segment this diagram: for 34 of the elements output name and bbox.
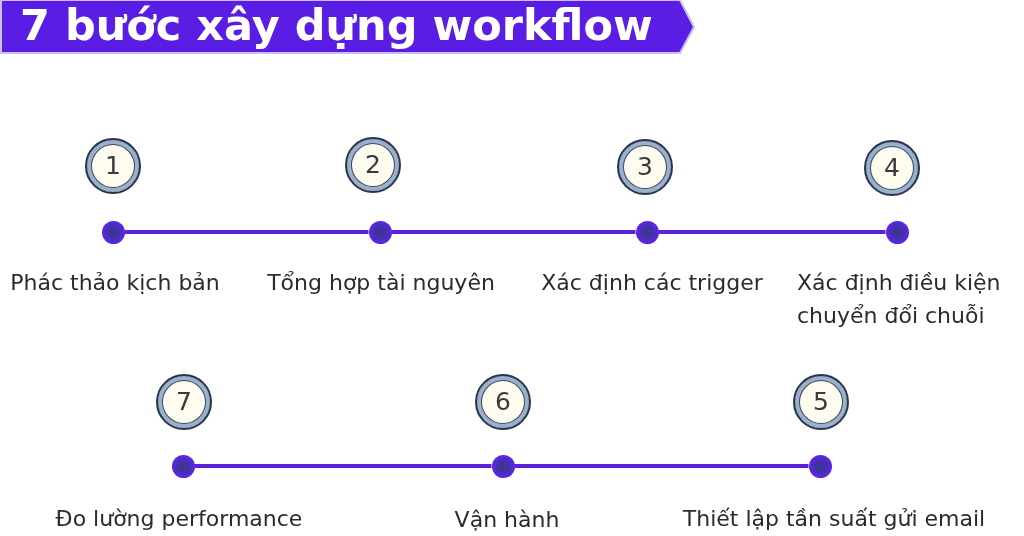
timeline-dot — [808, 454, 832, 478]
step-circle — [85, 138, 141, 194]
step-number: 3 — [637, 153, 653, 181]
timeline-dot — [491, 454, 515, 478]
step-circle — [793, 374, 849, 430]
step-label: Đo lường performance — [55, 505, 303, 533]
timeline-line — [514, 464, 809, 468]
step-number: 4 — [884, 154, 900, 182]
step-number: 5 — [813, 388, 829, 416]
timeline-line — [124, 230, 369, 234]
timeline-dot — [171, 454, 195, 478]
step-circle — [864, 140, 920, 196]
step-circle — [475, 374, 531, 430]
title: 7 bước xây dựng workflow — [20, 1, 653, 49]
timeline-dot — [885, 220, 909, 244]
timeline-line — [658, 230, 886, 234]
timeline-line — [391, 230, 636, 234]
step-number: 6 — [495, 388, 511, 416]
timeline-dot — [101, 220, 125, 244]
step-label: Thiết lập tần suất gửi email — [682, 505, 986, 533]
step-number: 7 — [176, 388, 192, 416]
step-label: Xác định điều kiện chuyển đổi chuỗi — [797, 269, 1002, 330]
step-label: Xác định các trigger — [541, 269, 763, 297]
step-number: 2 — [365, 151, 381, 179]
step-label: Phác thảo kịch bản — [10, 269, 220, 297]
step-circle — [617, 139, 673, 195]
step-circle — [345, 137, 401, 193]
step-number: 1 — [105, 152, 121, 180]
timeline-dot — [635, 220, 659, 244]
step-label: Vận hành — [454, 506, 560, 534]
timeline-line — [194, 464, 492, 468]
timeline-dot — [368, 220, 392, 244]
step-label: Tổng hợp tài nguyên — [267, 269, 495, 297]
step-circle — [156, 374, 212, 430]
